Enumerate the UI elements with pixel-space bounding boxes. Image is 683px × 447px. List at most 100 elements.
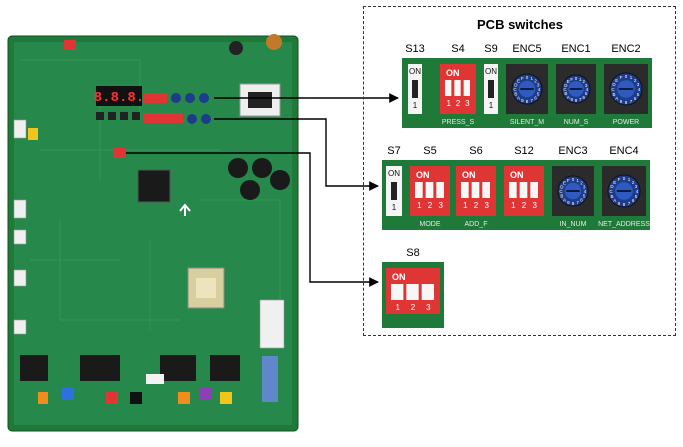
switch-caption: NET_ADDRESS	[598, 221, 650, 228]
rotary-digit: 4	[538, 87, 541, 92]
dip-on-label: ON	[462, 170, 476, 180]
dip-slot	[509, 182, 517, 198]
rotary-digit: A	[563, 197, 566, 202]
rotary-digit: E	[615, 78, 618, 83]
switch-caption: ADD_F	[465, 221, 488, 228]
rotary-digit: 3	[537, 82, 540, 87]
dip-on-label: ON	[416, 170, 430, 180]
dip-position-number: 3	[438, 201, 443, 210]
rotary-digit: A	[613, 198, 616, 203]
rotary-digit: 0	[625, 74, 628, 79]
switch-name-enc4: ENC4	[609, 145, 639, 157]
rotary-digit: 1	[628, 177, 631, 182]
switch-name-enc5: ENC5	[512, 43, 542, 55]
rotary-digit: F	[521, 76, 524, 81]
switch-name-s12: S12	[514, 145, 534, 157]
switch-caption: PRESS_S	[442, 119, 475, 126]
rotary-digit: B	[560, 194, 563, 199]
dip-slot	[436, 182, 444, 198]
rotary-digit: 3	[585, 83, 588, 88]
rotary-digit: 4	[638, 87, 641, 92]
rotary-digit: E	[567, 79, 570, 84]
dip-position-number: 2	[456, 99, 461, 108]
rotary-digit: F	[618, 177, 621, 182]
rotary-digit: 1	[579, 77, 582, 82]
rotary-digit: 2	[583, 79, 586, 84]
rotary-digit: D	[612, 82, 616, 87]
dip-slot	[461, 182, 469, 198]
switch-name-s7: S7	[387, 145, 401, 157]
rotary-digit: 0	[575, 76, 578, 81]
dip-position-number: 3	[484, 201, 489, 210]
switch-caption: NUM_S	[564, 119, 589, 126]
dip-slot	[463, 80, 470, 96]
rotary-digit: A	[615, 96, 618, 101]
dip-on-label: ON	[392, 272, 406, 282]
rotary-digit: 1	[630, 75, 633, 80]
rotary-digit: A	[567, 95, 570, 100]
dip-lever	[412, 80, 418, 98]
dip-lever	[391, 182, 397, 200]
connector-arrows	[126, 93, 399, 287]
switch-caption: SILENT_M	[510, 119, 544, 126]
switch-name-enc1: ENC1	[561, 43, 591, 55]
dip-position-number: 1	[392, 203, 397, 212]
dip-on-label: ON	[409, 67, 421, 76]
dip-slot	[421, 284, 434, 300]
switch-name-enc2: ENC2	[611, 43, 641, 55]
rotary-digit: 0	[623, 176, 626, 181]
switch-caption: IN_NUM	[560, 221, 587, 228]
rotary-digit: 3	[583, 184, 586, 189]
rotary-digit: 3	[637, 82, 640, 87]
rotary-digit: 6	[580, 197, 583, 202]
dip-position-number: 2	[474, 201, 479, 210]
rotary-digit: 7	[530, 98, 533, 103]
rotary-digit: 9	[521, 98, 524, 103]
rotary-digit: C	[611, 87, 615, 92]
rotary-digit: F	[570, 77, 573, 82]
rotary-digit: 0	[572, 177, 575, 182]
rotary-digit: 7	[579, 97, 582, 102]
dip-position-number: 2	[522, 201, 527, 210]
dip-position-number: 1	[446, 99, 451, 108]
dip-on-label: ON	[388, 169, 400, 178]
dip-slot	[445, 80, 452, 96]
rotary-digit: E	[613, 180, 616, 185]
switch-name-enc3: ENC3	[558, 145, 588, 157]
rotary-digit: 7	[628, 201, 631, 206]
rotary-digit: 5	[637, 92, 640, 97]
dip-position-number: 1	[463, 201, 468, 210]
rotary-digit: 7	[630, 99, 633, 104]
switch-caption: MODE	[420, 221, 441, 228]
dip-position-number: 3	[465, 99, 470, 108]
switch-caption: POWER	[613, 119, 639, 126]
rotary-digit: 4	[586, 87, 589, 92]
dip-slot	[425, 182, 434, 198]
rotary-digit: 5	[537, 92, 540, 97]
dip-slot	[530, 182, 538, 198]
rotary-digit: 1	[576, 178, 579, 183]
dip-slot	[519, 182, 528, 198]
dip-on-label: ON	[510, 170, 524, 180]
rotary-digit: D	[564, 83, 568, 88]
rotary-digit: 9	[618, 201, 621, 206]
pcb-switches-frame	[363, 6, 676, 336]
rotary-digit: 6	[583, 95, 586, 100]
dip-position-number: 1	[413, 101, 418, 110]
rotary-digit: 9	[571, 97, 574, 102]
dip-on-label: ON	[446, 68, 460, 78]
rotary-digit: C	[609, 189, 613, 194]
switch-s7: ON 1	[386, 166, 402, 216]
rotary-digit: 5	[585, 91, 588, 96]
rotary-digit: C	[563, 87, 567, 92]
rotary-digit: 9	[567, 200, 570, 205]
